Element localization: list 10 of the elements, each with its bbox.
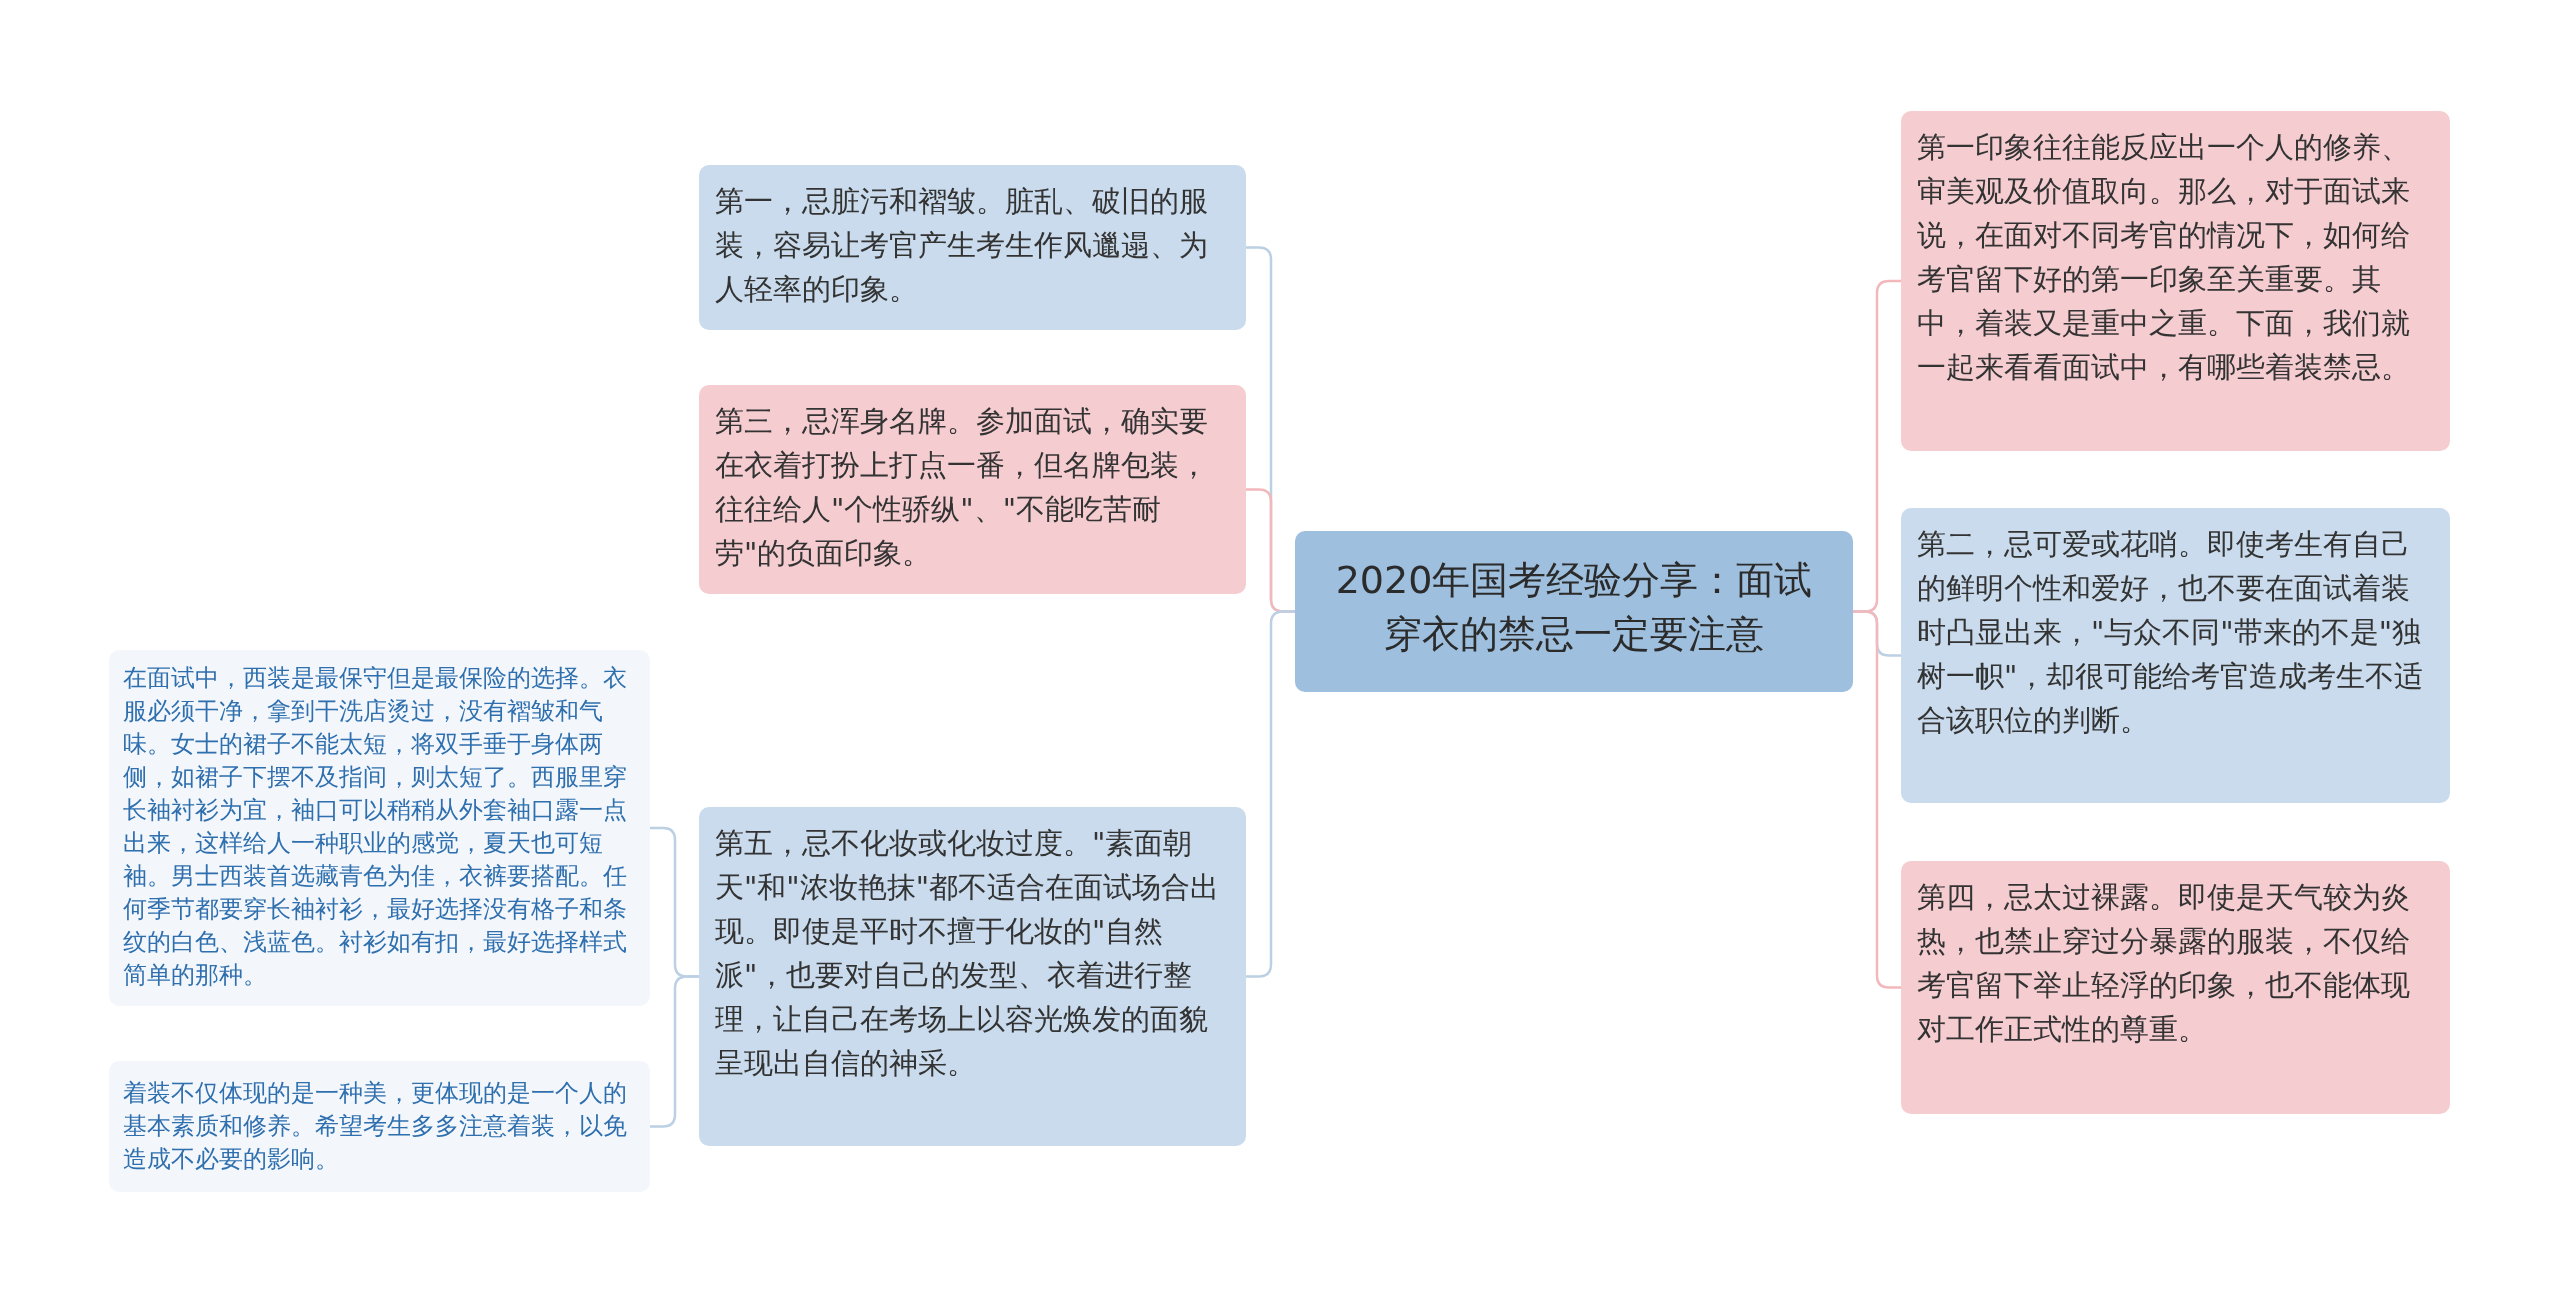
topic-box: 第一印象往往能反应出一个人的修养、审美观及价值取向。那么，对于面试来说，在面对不同考官的情况下，如何给考官留下好的第一印象至关重要。其中，着装又是重中之重。下面，我们就一起来看看面试中，有哪些着装禁忌。 (1901, 111, 2450, 451)
topic-box: 第三，忌浑身名牌。参加面试，确实要在衣着打扮上打点一番，但名牌包装，往往给人"个性骄纵"、"不能吃苦耐劳"的负面印象。 (699, 385, 1246, 594)
topic-box: 第五，忌不化妆或化妆过度。"素面朝天"和"浓妆艳抹"都不适合在面试场合出现。即使是平时不擅于化妆的"自然派"，也要对自己的发型、衣着进行整理，让自己在考场上以容光焕发的面貌呈现出自信的神采。 (699, 807, 1246, 1146)
note-box: 着装不仅体现的是一种美，更体现的是一个人的基本素质和修养。希望考生多多注意着装，以免造成不必要的影响。 (109, 1061, 650, 1192)
topic-box: 第一，忌脏污和褶皱。脏乱、破旧的服装，容易让考官产生考生作风邋遢、为人轻率的印象。 (699, 165, 1246, 330)
topic-box: 第四，忌太过裸露。即使是天气较为炎热，也禁止穿过分暴露的服装，不仅给考官留下举止轻浮的印象，也不能体现对工作正式性的尊重。 (1901, 861, 2450, 1114)
connector-line (1853, 610, 1901, 989)
title-box: 2020年国考经验分享：面试穿衣的禁忌一定要注意 (1295, 531, 1853, 692)
note-box: 在面试中，西装是最保守但是最保险的选择。衣服必须干净，拿到干洗店烫过，没有褶皱和气味。女士的裙子不能太短，将双手垂于身体两侧，如裙子下摆不及指间，则太短了。西服里穿长袖衬衫为宜，袖口可以稍稍从外套袖口露一点出来，这样给人一种职业的感觉，夏天也可短袖。男士西装首选藏青色为佳，衣裤要搭配。任何季节都要穿长袖衬衫，最好选择没有格子和条纹的白色、浅蓝色。衬衫如有扣，最好选择样式简单的那种。 (109, 650, 650, 1006)
topic-box: 第二，忌可爱或花哨。即使考生有自己的鲜明个性和爱好，也不要在面试着装时凸显出来，"与众不同"带来的不是"独树一帜"，却很可能给考官造成考生不适合该职位的判断。 (1901, 508, 2450, 803)
